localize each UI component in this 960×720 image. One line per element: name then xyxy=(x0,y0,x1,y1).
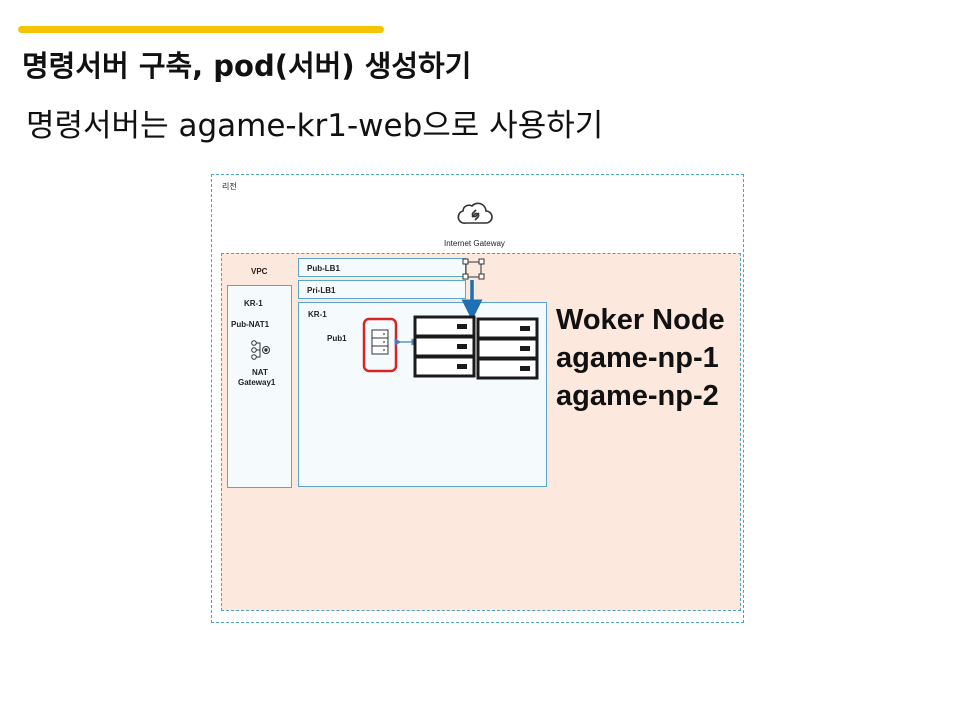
worker-node-2: agame-np-2 xyxy=(556,380,719,412)
pub-subnet-label: Pub1 xyxy=(327,334,347,343)
worker-node-text: Woker Node agame-np-1 agame-np-2 xyxy=(556,301,725,415)
vpc-label: VPC xyxy=(251,267,268,276)
region-label: 리전 xyxy=(222,182,237,191)
worker-node-1: agame-np-1 xyxy=(556,342,719,374)
left-zone-box xyxy=(227,285,292,488)
page-subtitle: 명령서버는 agame-kr1-web으로 사용하기 xyxy=(26,108,604,144)
pub-nat-label: Pub-NAT1 xyxy=(231,320,270,329)
nat-gateway-label-line2: Gateway1 xyxy=(238,378,276,387)
nat-gateway-label-line1: NAT xyxy=(252,368,268,377)
pri-lb-label: Pri-LB1 xyxy=(307,286,336,295)
left-zone-label: KR-1 xyxy=(244,299,263,308)
page-title: 명령서버 구축, pod(서버) 생성하기 xyxy=(22,49,472,83)
worker-node-title: Woker Node xyxy=(556,304,725,336)
server-icon xyxy=(362,317,398,373)
load-balancer-icon xyxy=(462,258,485,280)
internet-gateway-label: Internet Gateway xyxy=(444,239,505,248)
cloud-icon xyxy=(457,202,493,224)
accent-bar xyxy=(18,26,384,33)
nat-gateway-icon xyxy=(251,340,270,360)
pub-lb-label: Pub-LB1 xyxy=(307,264,340,273)
region-box xyxy=(211,174,744,623)
pri-lb-box xyxy=(298,280,466,299)
server-rack-icon xyxy=(413,315,539,380)
right-zone-label: KR-1 xyxy=(308,310,327,319)
